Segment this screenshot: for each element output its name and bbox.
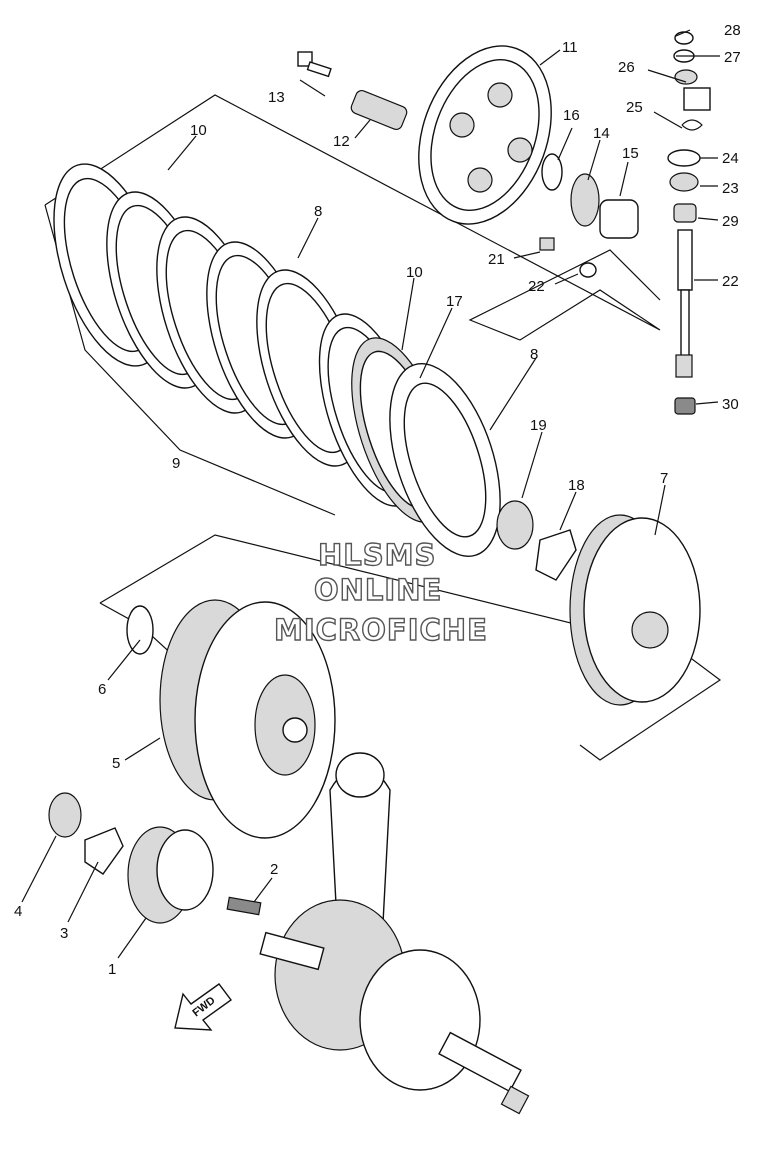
callout-26: 26 bbox=[618, 59, 635, 76]
small-washer bbox=[579, 262, 597, 278]
assembly-outline-lower bbox=[99, 534, 722, 761]
callout-23: 23 bbox=[722, 180, 739, 197]
callout-13: 13 bbox=[268, 89, 285, 106]
primary-nut bbox=[48, 792, 82, 838]
nut bbox=[496, 500, 534, 550]
callout-21: 21 bbox=[488, 251, 505, 268]
leader-lines bbox=[21, 29, 720, 959]
callout-10-mid: 10 bbox=[406, 264, 423, 281]
watermark-line-1: HLSMS bbox=[318, 538, 436, 572]
callout-20: 22 bbox=[722, 273, 739, 290]
callout-2: 2 bbox=[270, 861, 278, 878]
callout-28: 28 bbox=[724, 22, 741, 39]
callout-30: 30 bbox=[722, 396, 739, 413]
callout-1: 1 bbox=[108, 961, 116, 978]
thrust-washer bbox=[126, 605, 154, 655]
callout-12: 12 bbox=[333, 133, 350, 150]
callout-6: 6 bbox=[98, 681, 106, 698]
pressure-plate bbox=[418, 45, 552, 225]
callout-10-top: 10 bbox=[190, 122, 207, 139]
clutch-plate-stack bbox=[53, 163, 501, 557]
watermark-line-3: MICROFICHE bbox=[274, 613, 488, 647]
callout-4: 4 bbox=[14, 903, 22, 920]
callout-11: 11 bbox=[562, 39, 578, 56]
woodruff-key bbox=[226, 896, 262, 916]
callout-27: 27 bbox=[724, 49, 741, 66]
small-bolt bbox=[539, 237, 555, 251]
watermark: HLSMS ONLINE MICROFICHE bbox=[273, 537, 488, 647]
callout-18: 18 bbox=[568, 477, 585, 494]
callout-24: 24 bbox=[722, 150, 739, 167]
crankshaft bbox=[259, 752, 530, 1115]
forward-arrow-icon: FWD bbox=[174, 983, 232, 1031]
push-lever-shaft bbox=[667, 31, 711, 415]
clutch-housing bbox=[159, 599, 336, 839]
callout-5: 5 bbox=[112, 755, 120, 772]
callout-25: 25 bbox=[626, 99, 643, 116]
callout-22: 22 bbox=[528, 278, 545, 295]
callout-7: 7 bbox=[660, 470, 668, 487]
callout-14: 14 bbox=[593, 125, 610, 142]
callout-9: 9 bbox=[172, 455, 180, 472]
callout-19: 19 bbox=[530, 417, 547, 434]
callout-16: 16 bbox=[563, 107, 580, 124]
callout-3: 3 bbox=[60, 925, 68, 942]
bearing bbox=[570, 173, 600, 227]
callout-15: 15 bbox=[622, 145, 639, 162]
clutch-spring bbox=[350, 89, 408, 131]
push-rod bbox=[599, 199, 639, 239]
watermark-line-2: ONLINE bbox=[314, 573, 442, 607]
washer bbox=[541, 153, 563, 191]
callout-29: 29 bbox=[722, 213, 739, 230]
lock-washer bbox=[535, 529, 577, 581]
primary-drive-gear bbox=[127, 826, 214, 924]
primary-lock-washer bbox=[84, 827, 124, 875]
callout-8-right: 8 bbox=[530, 346, 538, 363]
callout-labels: 28 27 26 25 24 23 29 22 30 11 13 12 16 1… bbox=[14, 22, 741, 978]
callout-17: 17 bbox=[446, 293, 463, 310]
primary-driven-gear bbox=[569, 514, 701, 706]
bolt bbox=[297, 51, 332, 78]
callout-8-top: 8 bbox=[314, 203, 322, 220]
assembly-outline-upper bbox=[44, 94, 661, 341]
